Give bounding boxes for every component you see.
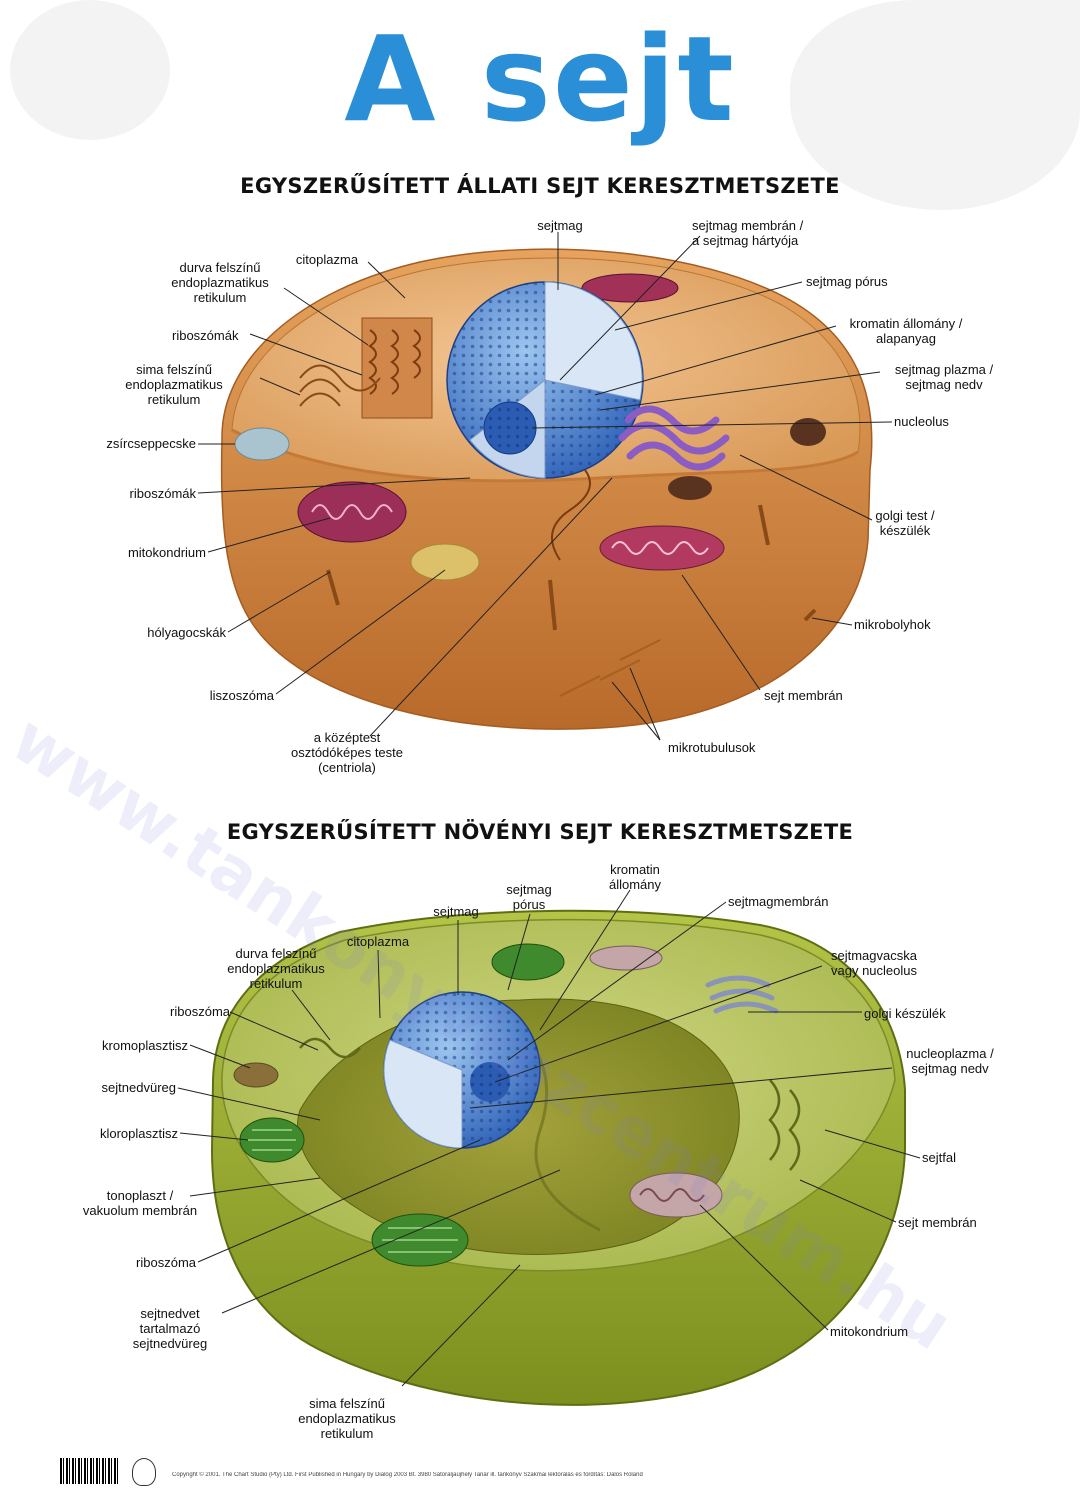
label-plant-sejtmag-porus: sejtmag pórus (506, 882, 552, 912)
label-mitokondrium: mitokondrium (127, 545, 206, 560)
animal-mitochondrion-right (599, 525, 725, 571)
microvilli (326, 504, 817, 631)
publisher-logo-icon (132, 1458, 156, 1486)
barcode (60, 1458, 120, 1484)
label-holyagocskak: hólyagocskák (147, 625, 226, 640)
vesicle (790, 418, 826, 446)
label-kozeptest: a középtest osztódóképes teste (centriol… (290, 730, 404, 775)
label-sejtmag-membran: sejtmag membrán / a sejtmag hártyója (692, 218, 804, 248)
label-plant-sejtfal: sejtfal (922, 1150, 956, 1165)
label-plant-sejtnedvet: sejtnedvet tartalmazó sejtnedvüreg (132, 1306, 208, 1351)
label-plant-sejtmagmembran: sejtmagmembrán (728, 894, 829, 909)
plant-chloroplast-bottom (371, 1213, 469, 1267)
label-plant-sejt-membran: sejt membrán (898, 1215, 977, 1230)
lipid-droplet (234, 427, 290, 461)
label-durva-er: durva felszínű endoplazmatikus retikulum (171, 260, 269, 305)
plant-cell (177, 889, 921, 1406)
label-plant-riboszoma-1: riboszóma (170, 1004, 230, 1019)
lysosome (410, 543, 480, 581)
plant-cell-heading: EGYSZERŰSÍTETT NÖVÉNYI SEJT KERESZTMETSZ… (226, 820, 854, 844)
plant-chloroplast-top (491, 943, 565, 981)
plant-er (299, 1037, 801, 1171)
label-riboszomak-2: riboszómák (129, 486, 196, 501)
animal-nucleus (446, 281, 644, 479)
animal-leader-lines (197, 232, 893, 741)
label-plant-mitokondrium: mitokondrium (830, 1324, 909, 1339)
label-plant-nucleoplazma: nucleoplazma / sejtmag nedv (906, 1046, 994, 1076)
label-plant-citoplazma: citoplazma (346, 934, 410, 949)
plant-chloroplast-left (239, 1117, 305, 1163)
label-plant-sejtmag: sejtmag (433, 904, 479, 919)
label-sima-er: sima felszínű endoplazmatikus retikulum (125, 362, 223, 407)
label-nucleolus: nucleolus (894, 414, 949, 429)
label-mikrotubulusok: mikrotubulusok (668, 740, 756, 755)
label-plant-riboszoma-2: riboszóma (136, 1255, 196, 1270)
label-sejtmag-porus: sejtmag pórus (806, 274, 888, 289)
label-liszoszoma: liszoszóma (209, 688, 274, 703)
chromoplast (233, 1062, 279, 1088)
label-plant-durva-er: durva felszínű endoplazmatikus retikulum (227, 946, 325, 991)
vesicle (668, 476, 712, 500)
centriole (551, 469, 591, 561)
label-sejtmag-plazma: sejtmag plazma / sejtmag nedv (894, 362, 994, 392)
label-plant-sejtmagvacska: sejtmagvacska vagy nucleolus (831, 948, 917, 978)
label-mikrobolyhok: mikrobolyhok (854, 617, 931, 632)
label-kromatin: kromatin állomány / alapanyag (849, 316, 963, 346)
plant-mitochondrion-top (589, 945, 663, 971)
plant-mitochondrion-right (629, 1172, 723, 1218)
plant-golgi (705, 975, 779, 1014)
animal-cell-heading: EGYSZERŰSÍTETT ÁLLATI SEJT KERESZTMETSZE… (240, 174, 840, 198)
label-sejtmag: sejtmag (537, 218, 583, 233)
plant-leader-lines (177, 889, 921, 1387)
label-plant-kromatin: kromatin állomány (608, 862, 662, 892)
page-title: A sejt (344, 10, 736, 148)
label-riboszomak-1: riboszómák (172, 328, 239, 343)
animal-cell (197, 232, 893, 741)
label-plant-golgi: golgi készülék (864, 1006, 946, 1021)
microtubules (559, 639, 661, 697)
plant-nucleus (383, 991, 541, 1149)
copyright-footer: Copyright © 2001. The Chart Studio (Pty)… (172, 1472, 643, 1478)
animal-mitochondrion-top (581, 273, 679, 303)
background-blob (10, 0, 170, 140)
label-plant-kloroplasztisz: kloroplasztisz (99, 1126, 178, 1141)
label-plant-tonoplaszt: tonoplaszt / vakuolum membrán (82, 1188, 198, 1218)
background-blob (790, 0, 1080, 210)
label-golgi-test: golgi test / készülék (875, 508, 935, 538)
label-zsircseppecske: zsírcseppecske (106, 436, 196, 451)
label-plant-kromoplasztisz: kromoplasztisz (102, 1038, 188, 1053)
label-citoplazma: citoplazma (295, 252, 359, 267)
label-plant-sima-er: sima felszínű endoplazmatikus retikulum (298, 1396, 396, 1441)
label-plant-sejtnedvureg: sejtnedvüreg (101, 1080, 176, 1095)
label-sejt-membran: sejt membrán (764, 688, 843, 703)
animal-golgi (618, 405, 730, 471)
smooth-er (299, 364, 381, 407)
animal-mitochondrion-left (297, 481, 407, 543)
